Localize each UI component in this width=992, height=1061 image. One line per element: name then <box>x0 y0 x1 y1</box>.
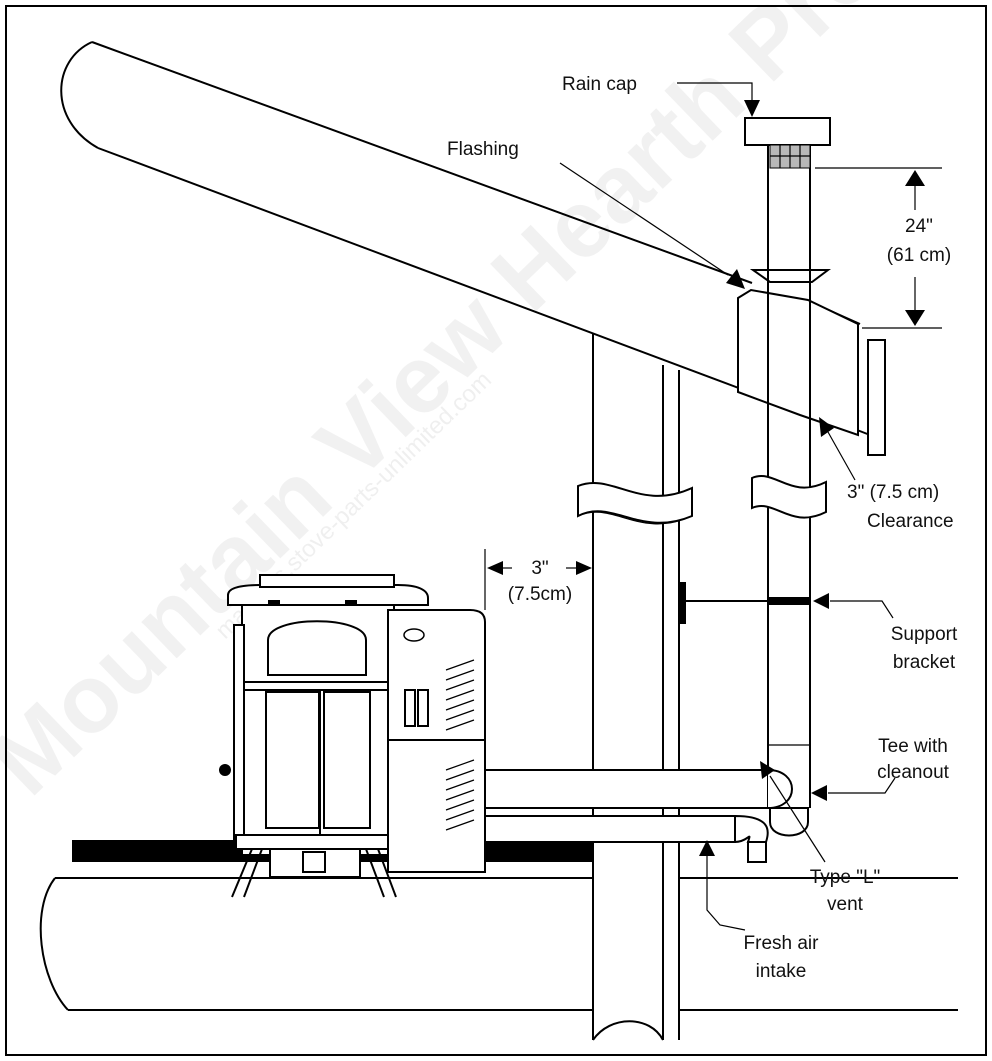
label-intake-2: intake <box>756 961 807 982</box>
wall <box>577 334 693 1041</box>
label-rain-cap: Rain cap <box>562 74 637 95</box>
label-roof-clearance-1: 3" (7.5 cm) <box>847 482 939 503</box>
wall-clearance-dimension <box>484 549 592 610</box>
rain-cap <box>744 117 831 169</box>
tee-cleanout <box>769 807 809 837</box>
label-height-in: 24" <box>905 216 933 237</box>
callout-labels: Rain cap Flashing 24" (61 cm) 3" (7.5 cm… <box>447 74 958 982</box>
height-dimension <box>815 167 942 329</box>
label-vent-1: Type "L" <box>810 867 881 888</box>
support-bracket <box>679 582 768 624</box>
label-wall-clearance-cm: (7.5cm) <box>508 584 572 605</box>
label-tee-1: Tee with <box>878 736 948 757</box>
label-height-cm: (61 cm) <box>887 245 951 266</box>
label-tee-2: cleanout <box>877 762 950 783</box>
figure-border <box>5 5 987 1056</box>
label-roof-clearance-2: Clearance <box>867 511 954 532</box>
label-flashing: Flashing <box>447 139 519 160</box>
type-l-vent <box>484 769 793 809</box>
label-intake-1: Fresh air <box>744 933 820 954</box>
label-wall-clearance-in: 3" <box>531 558 548 579</box>
label-vent-2: vent <box>827 894 864 915</box>
chimney-pipe <box>751 145 827 808</box>
leader-lines <box>559 82 896 931</box>
label-support-bracket-1: Support <box>891 624 958 645</box>
stove <box>219 574 486 898</box>
label-support-bracket-2: bracket <box>893 652 956 673</box>
